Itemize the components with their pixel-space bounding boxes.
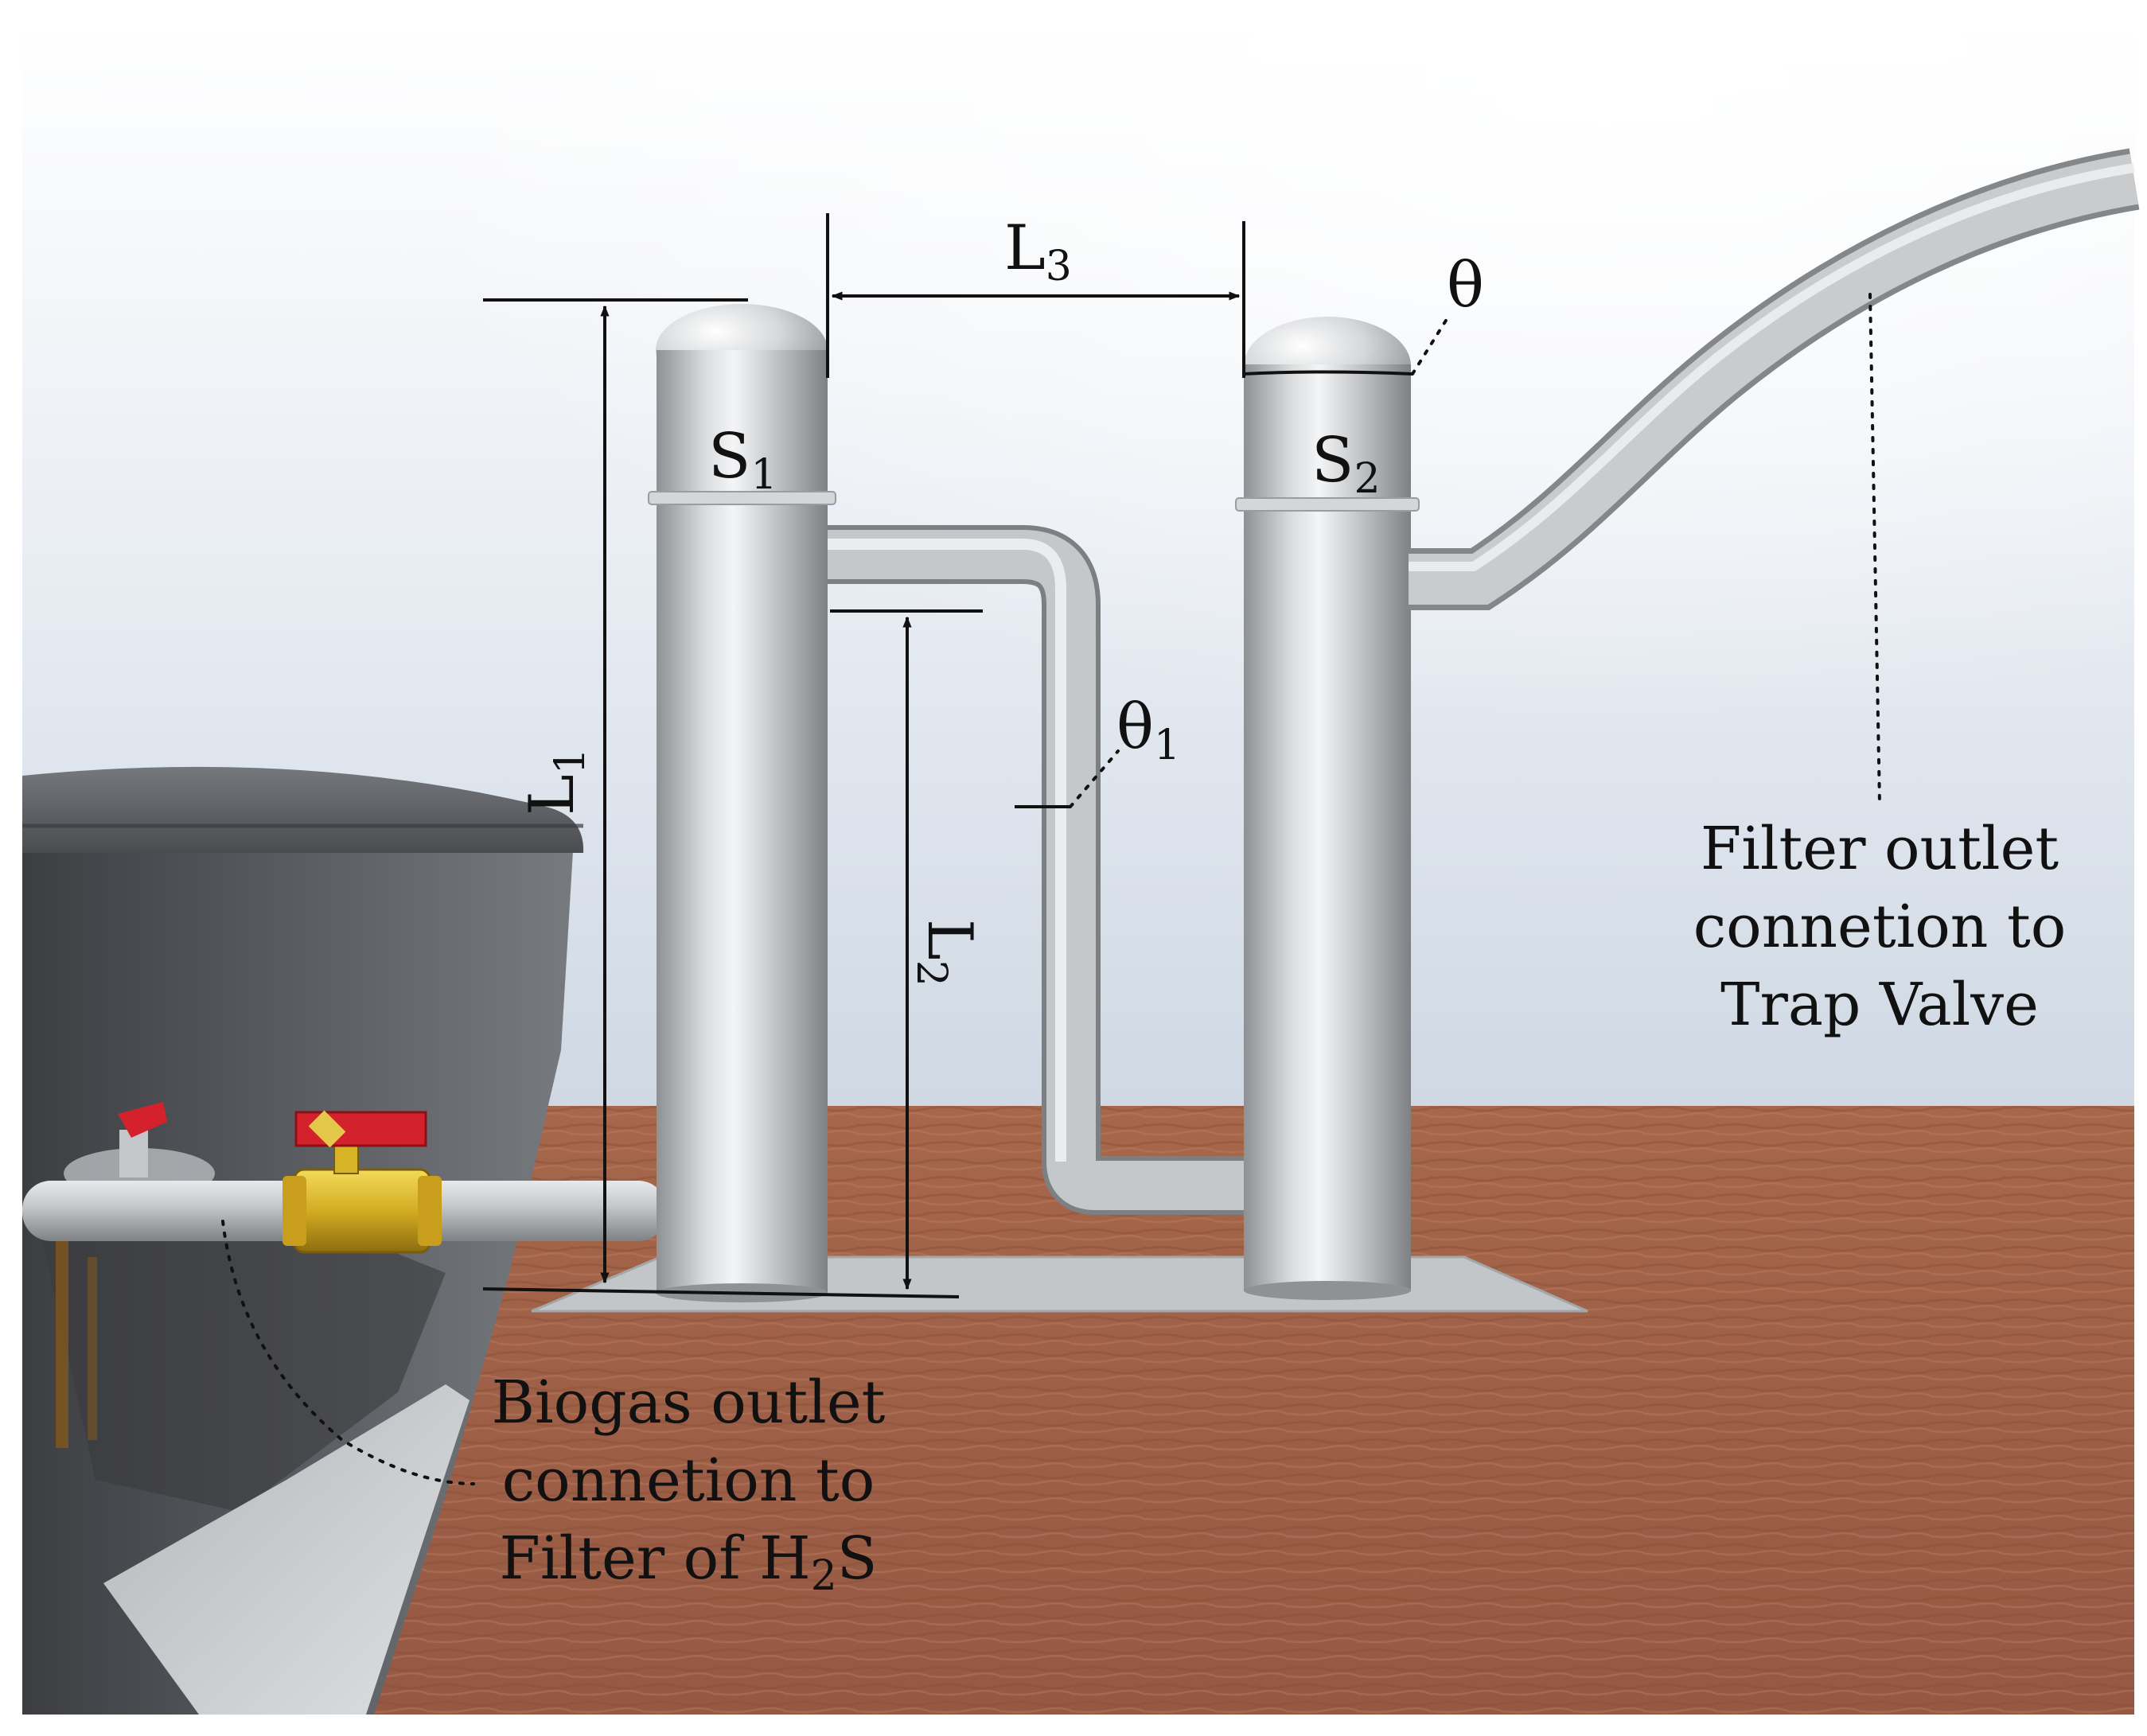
ground	[22, 1106, 2134, 1715]
callout-biogas-outlet: Biogas outlet connetion to Filter of H2S	[492, 1368, 886, 1600]
leader-lines	[221, 293, 1881, 1485]
outlet-pipe	[1409, 148, 2140, 610]
column-s2	[1235, 317, 1420, 1300]
label-theta: θ	[1447, 250, 1484, 321]
svg-text:Trap Valve: Trap Valve	[1720, 971, 2039, 1039]
svg-text:connetion to: connetion to	[1693, 893, 2067, 961]
callout-filter-outlet: Filter outlet connetion to Trap Valve	[1693, 815, 2067, 1039]
svg-text:Filter of H2S: Filter of H2S	[500, 1524, 878, 1600]
label-l1: L1	[516, 748, 594, 815]
svg-text:connetion to: connetion to	[502, 1446, 875, 1515]
tank-valve-handle	[118, 1102, 167, 1138]
label-l3: L3	[1004, 212, 1072, 290]
column-s1	[648, 304, 836, 1302]
tank-cone	[103, 1384, 470, 1715]
connecting-u-pipe	[824, 525, 1253, 1215]
biogas-tank	[22, 766, 584, 1715]
ball-valve-icon	[282, 1110, 442, 1254]
tank-lid	[22, 766, 584, 853]
dimension-lines	[482, 213, 1413, 1298]
svg-text:Filter outlet: Filter outlet	[1701, 815, 2059, 883]
svg-text:Biogas outlet: Biogas outlet	[492, 1368, 886, 1437]
label-l2: L2	[907, 919, 985, 987]
label-theta1: θ1	[1116, 691, 1180, 769]
label-s1: S1	[708, 421, 777, 499]
label-s2: S2	[1311, 425, 1381, 503]
